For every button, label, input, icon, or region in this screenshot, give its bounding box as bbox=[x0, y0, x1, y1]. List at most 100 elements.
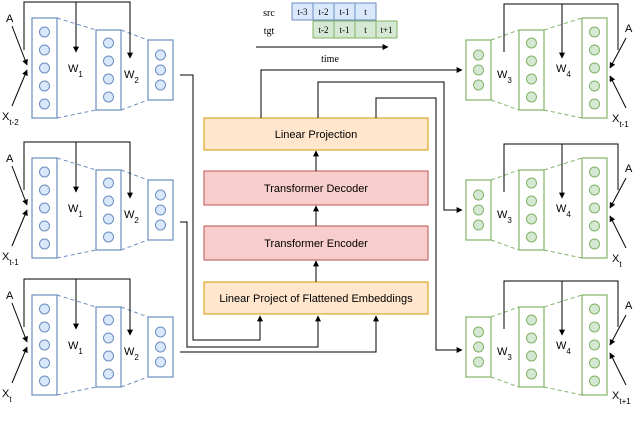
dashed-link bbox=[543, 109, 583, 119]
hidden-neuron bbox=[526, 368, 537, 380]
hidden-neuron bbox=[103, 368, 114, 380]
embedding-projection-label: Linear Project of Flattened Embeddings bbox=[219, 293, 413, 305]
w-left-label: W1 bbox=[68, 63, 83, 79]
arrow-a-out bbox=[609, 314, 627, 346]
dashed-link bbox=[543, 294, 583, 308]
hidden-neuron bbox=[526, 231, 537, 243]
input-neuron bbox=[39, 98, 50, 110]
hidden-neuron bbox=[526, 332, 537, 344]
hidden-neuron bbox=[526, 73, 537, 85]
hidden-neuron bbox=[103, 37, 114, 49]
arrow-w2 bbox=[76, 278, 133, 336]
dashed-link bbox=[490, 169, 520, 181]
hidden-neuron bbox=[526, 37, 537, 49]
arrow-w3 bbox=[503, 143, 565, 199]
hidden-neuron bbox=[526, 314, 537, 326]
output-neuron bbox=[589, 238, 600, 250]
input-neuron bbox=[39, 44, 50, 56]
arrow-a-out bbox=[609, 177, 627, 209]
hidden-neuron bbox=[103, 73, 114, 85]
linear-projection-block bbox=[203, 117, 429, 151]
dashed-link bbox=[543, 157, 583, 171]
input-neuron bbox=[39, 166, 50, 178]
output-neuron bbox=[589, 303, 600, 315]
dashed-link bbox=[120, 376, 149, 388]
dashed-link bbox=[543, 17, 583, 31]
output-neuron bbox=[589, 339, 600, 351]
hidden-neuron bbox=[526, 177, 537, 189]
output-neuron bbox=[589, 321, 600, 333]
transformer-decoder-block bbox=[203, 170, 429, 206]
w-left-label: W3 bbox=[497, 69, 512, 85]
latent-neuron bbox=[155, 356, 166, 368]
input-a-label: A bbox=[6, 290, 14, 302]
center-stack: Linear Projection Transformer Decoder Tr… bbox=[203, 117, 429, 315]
src-cell-label: t bbox=[364, 7, 367, 17]
input-x-label: Xt-1 bbox=[2, 251, 19, 267]
output-a-label: A bbox=[625, 163, 633, 175]
output-neuron bbox=[589, 62, 600, 74]
dashed-link bbox=[490, 239, 520, 251]
output-neuron bbox=[589, 98, 600, 110]
input-neuron bbox=[39, 339, 50, 351]
hidden-neuron bbox=[526, 55, 537, 67]
arrow-a-in bbox=[11, 302, 28, 343]
latent-neuron bbox=[473, 64, 484, 76]
w-left-label: W1 bbox=[68, 340, 83, 356]
latent-neuron bbox=[155, 326, 166, 338]
latent-neuron bbox=[473, 341, 484, 353]
dashed-link bbox=[490, 306, 520, 318]
arrow-x-out bbox=[609, 352, 627, 386]
input-neuron bbox=[39, 238, 50, 250]
dashed-link bbox=[56, 249, 97, 259]
arrow-a-out bbox=[609, 37, 627, 69]
arrow-x-in bbox=[11, 69, 28, 107]
output-x-label: Xt-1 bbox=[612, 113, 629, 129]
transformer-encoder-block bbox=[203, 225, 429, 261]
input-neuron bbox=[39, 62, 50, 74]
hidden-neuron bbox=[103, 55, 114, 67]
dashed-link bbox=[490, 376, 520, 388]
output-neuron bbox=[589, 375, 600, 387]
output-neuron bbox=[589, 44, 600, 56]
w-right-label: W2 bbox=[124, 346, 139, 362]
w-left-label: W1 bbox=[68, 203, 83, 219]
arrow-w2 bbox=[76, 1, 133, 59]
latent-neuron bbox=[473, 326, 484, 338]
dashed-link bbox=[490, 99, 520, 111]
arrow-w3 bbox=[503, 3, 565, 59]
output-neuron bbox=[589, 26, 600, 38]
src-cell-label: t-3 bbox=[298, 7, 308, 17]
latent-neuron bbox=[155, 49, 166, 61]
connector-right-3 bbox=[375, 97, 463, 353]
w-right-label: W2 bbox=[124, 69, 139, 85]
tgt-cell-label: t-2 bbox=[319, 25, 329, 35]
latent-neuron bbox=[155, 189, 166, 201]
dashed-link bbox=[543, 249, 583, 259]
output-neuron bbox=[589, 80, 600, 92]
input-neuron bbox=[39, 303, 50, 315]
output-neuron bbox=[589, 202, 600, 214]
hidden-neuron bbox=[103, 332, 114, 344]
arrow-w4-line bbox=[562, 280, 619, 327]
latent-neuron bbox=[473, 204, 484, 216]
output-neuron bbox=[589, 166, 600, 178]
hidden-neuron bbox=[103, 350, 114, 362]
hidden-neuron bbox=[103, 213, 114, 225]
arrow-a-in bbox=[11, 165, 28, 206]
output-neuron bbox=[589, 184, 600, 196]
hidden-neuron bbox=[526, 91, 537, 103]
dashed-link bbox=[56, 109, 97, 119]
tgt-cell-label: t-1 bbox=[340, 25, 350, 35]
latent-neuron bbox=[473, 79, 484, 91]
latent-neuron bbox=[473, 49, 484, 61]
w-left-label: W3 bbox=[497, 209, 512, 225]
output-x-label: Xt bbox=[612, 253, 622, 269]
tgt-cell-label: t+1 bbox=[380, 25, 392, 35]
hidden-neuron bbox=[103, 231, 114, 243]
